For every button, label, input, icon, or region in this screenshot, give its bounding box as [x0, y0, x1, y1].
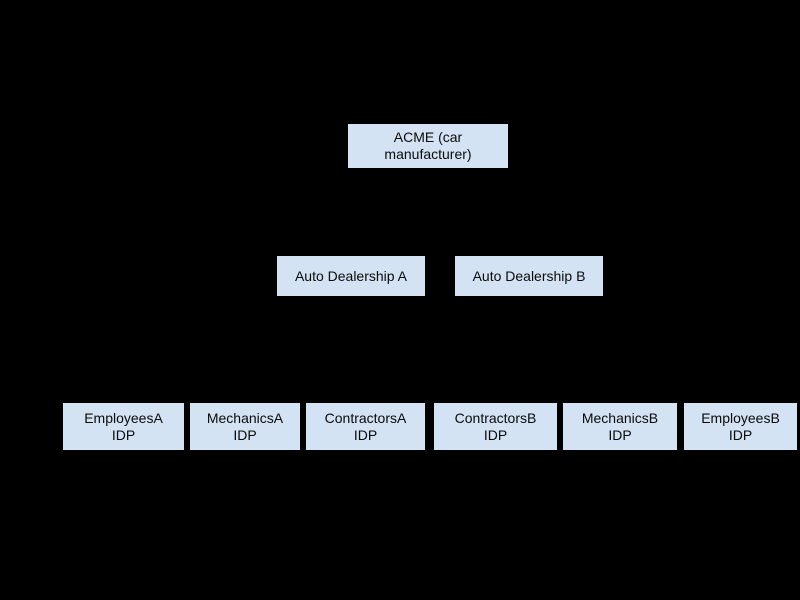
edge-dealer-a-to-employeesa: [122, 296, 352, 403]
edge-acme-to-dealer-a: [350, 168, 429, 256]
node-employeesa-idp[interactable]: EmployeesA IDP: [63, 403, 184, 450]
node-auto-dealership-b[interactable]: Auto Dealership B: [455, 256, 603, 296]
edge-dealer-b-to-contractorsb: [494, 296, 530, 403]
node-mechanicsb-idp[interactable]: MechanicsB IDP: [563, 403, 677, 450]
edge-dealer-a-to-contractorsa: [350, 296, 366, 403]
node-contractorsb-idp[interactable]: ContractorsB IDP: [434, 403, 557, 450]
node-employeesb-idp[interactable]: EmployeesB IDP: [684, 403, 797, 450]
node-acme[interactable]: ACME (car manufacturer): [348, 124, 508, 168]
node-mechanicsa-idp[interactable]: MechanicsA IDP: [190, 403, 300, 450]
edge-acme-to-dealer-b: [427, 168, 530, 256]
edge-dealer-b-to-employeesb: [528, 296, 741, 403]
edge-dealer-b-to-mechanicsb: [528, 296, 621, 403]
node-contractorsa-idp[interactable]: ContractorsA IDP: [306, 403, 425, 450]
node-auto-dealership-a[interactable]: Auto Dealership A: [277, 256, 425, 296]
edge-dealer-a-to-mechanicsa: [244, 296, 352, 403]
